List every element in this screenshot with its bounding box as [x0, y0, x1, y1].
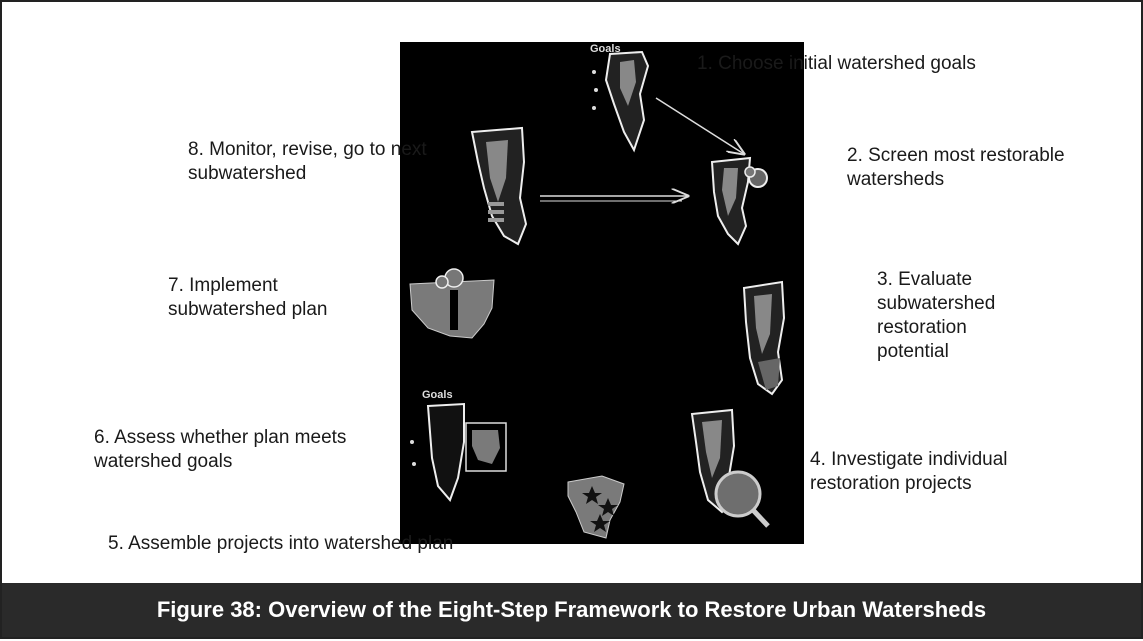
step-8-label: 8. Monitor, revise, go to next subwaters… — [188, 139, 427, 184]
magnifier-icon — [714, 470, 770, 528]
step-6-label: 6. Assess whether plan meets watershed g… — [94, 427, 347, 472]
star-icon — [590, 514, 610, 532]
step-7-label: 7. Implement subwatershed plan — [168, 275, 328, 320]
step-5-label: 5. Assemble projects into watershed plan — [108, 533, 454, 554]
watershed-map-icon — [742, 280, 786, 396]
star-icon — [598, 498, 618, 516]
watershed-map-icon — [470, 126, 528, 246]
watershed-map-icon — [409, 268, 495, 339]
box-icon — [465, 422, 507, 472]
arrow-icon — [655, 97, 744, 154]
goals-label: Goals — [422, 389, 453, 401]
watershed-map-icon: Goals — [590, 43, 650, 153]
step-2-label: 2. Screen most restorable watersheds — [847, 145, 1065, 190]
watershed-map-icon: Goals — [410, 389, 465, 502]
watershed-map-icon — [710, 156, 768, 246]
watershed-map-icon — [567, 475, 625, 539]
star-icon — [582, 486, 602, 504]
step-4-label: 4. Investigate individual restoration pr… — [810, 449, 1008, 494]
goals-label: Goals — [590, 43, 621, 55]
arrow-icon — [540, 196, 688, 201]
step-1-label: 1. Choose initial watershed goals — [697, 53, 976, 74]
figure-caption: Figure 38: Overview of the Eight-Step Fr… — [2, 583, 1141, 637]
step-3-label: 3. Evaluate subwatershed restoration pot… — [877, 269, 996, 362]
